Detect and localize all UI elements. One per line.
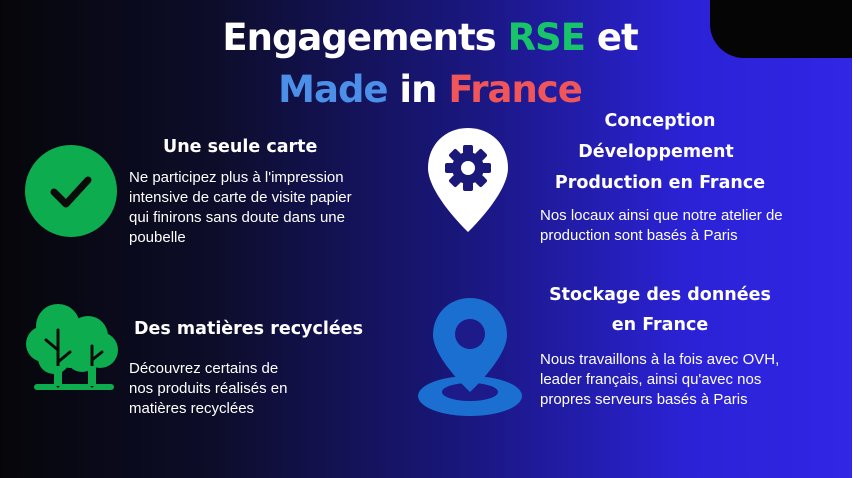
desc-line: Nous travaillons à la fois avec OVH, — [540, 351, 780, 368]
right-edge-strip — [852, 0, 860, 478]
title-word: in — [387, 68, 449, 111]
gear-pin-icon — [428, 128, 508, 232]
desc-line: Nos locaux ainsi que notre atelier de — [540, 207, 783, 224]
heading-line: Stockage des données — [549, 285, 771, 305]
feature-production-heading: Conception Développement Production en F… — [540, 106, 780, 199]
feature-storage-description: Nous travaillons à la fois avec OVH, lea… — [540, 350, 830, 410]
trees-icon — [26, 304, 118, 390]
feature-recycled-description: Découvrez certains de nos produits réali… — [129, 359, 349, 419]
title-word: Engagements — [222, 16, 508, 59]
feature-storage-heading: Stockage des données en France — [530, 280, 790, 340]
feature-recycled: Des matières recyclées — [134, 314, 363, 344]
heading-line: Développement — [578, 142, 734, 162]
title-line-1: Engagements RSE et — [0, 12, 860, 64]
corner-decoration — [710, 0, 860, 58]
desc-line: production sont basés à Paris — [540, 227, 738, 244]
feature-heading: Des matières recyclées — [134, 319, 363, 339]
heading-line: en France — [611, 315, 709, 335]
heading-line: Conception — [604, 111, 716, 131]
desc-line: matières recyclées — [129, 400, 255, 417]
feature-card-description: Ne participez plus à l'impression intens… — [129, 168, 399, 248]
feature-card: Une seule carte — [163, 132, 317, 162]
page-title: Engagements RSE et Made in France — [0, 12, 860, 116]
map-pin-icon — [418, 298, 522, 416]
desc-line: qui finirons sans doute dans une — [129, 209, 345, 226]
title-line-2: Made in France — [0, 64, 860, 116]
heading-line: Production en France — [554, 173, 766, 193]
desc-line: leader français, ainsi qu'avec nos — [540, 371, 762, 388]
feature-heading: Une seule carte — [163, 137, 318, 157]
title-word: et — [584, 16, 639, 59]
desc-line: Ne participez plus à l'impression — [129, 169, 344, 186]
title-word-france: France — [448, 68, 582, 111]
desc-line: poubelle — [129, 229, 186, 246]
check-circle-icon — [25, 145, 117, 237]
desc-line: intensive de carte de visite papier — [129, 189, 352, 206]
title-word-made: Made — [278, 68, 388, 111]
feature-production-description: Nos locaux ainsi que notre atelier de pr… — [540, 206, 830, 246]
desc-line: nos produits réalisés en — [129, 380, 288, 397]
desc-line: propres serveurs basés à Paris — [540, 391, 748, 408]
desc-line: Découvrez certains de — [129, 360, 279, 377]
title-word-rse: RSE — [507, 16, 586, 59]
